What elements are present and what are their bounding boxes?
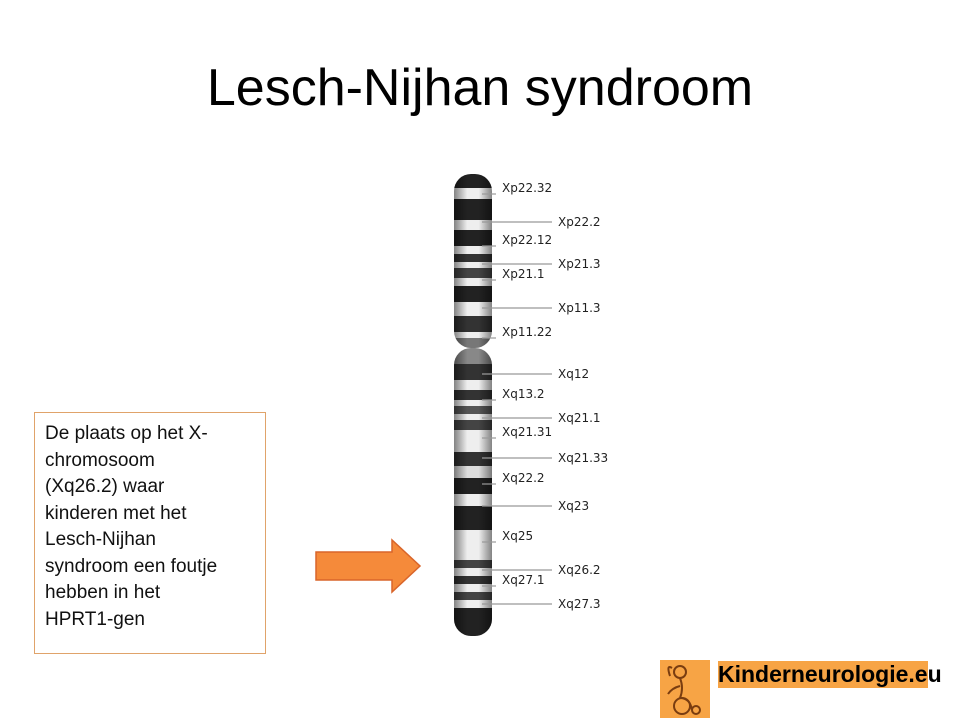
band-shading xyxy=(454,174,492,348)
pointer-arrow xyxy=(315,538,422,594)
band-label: Xp22.2 xyxy=(558,215,601,229)
callout-line: chromosoom xyxy=(45,449,155,471)
band-label: Xp21.1 xyxy=(502,267,545,281)
band-label: Xq21.31 xyxy=(502,425,552,439)
band-label: Xp21.3 xyxy=(558,257,601,271)
q-arm xyxy=(454,348,492,636)
band-shading xyxy=(454,348,492,636)
callout-line: (Xq26.2) waar xyxy=(45,476,165,497)
band-label: Xq27.3 xyxy=(558,597,601,611)
band-label: Xp22.12 xyxy=(502,233,552,247)
callout-line: syndroom een foutje xyxy=(45,555,218,577)
band-label: Xq27.1 xyxy=(502,573,545,587)
x-chromosome-ideogram: Xp22.32Xp22.2Xp22.12Xp21.3Xp21.1Xp11.3Xp… xyxy=(454,174,608,636)
callout-line: hebben in het xyxy=(45,582,161,603)
callout-line: De plaats op het X- xyxy=(45,423,208,444)
band-label: Xq21.33 xyxy=(558,451,608,465)
slide-title: Lesch-Nijhan syndroom xyxy=(206,59,754,117)
band-label: Xp22.32 xyxy=(502,181,552,195)
band-label: Xq25 xyxy=(502,529,533,543)
callout-line: HPRT1-gen xyxy=(45,608,145,630)
band-label: Xq12 xyxy=(558,367,589,381)
band-label: Xq22.2 xyxy=(502,471,545,485)
band-label: Xq13.2 xyxy=(502,387,545,401)
band-label: Xq23 xyxy=(558,499,589,513)
band-label: Xq26.2 xyxy=(558,563,601,577)
callout-line: Lesch-Nijhan xyxy=(45,529,156,550)
logo-wordmark: Kinderneurologie.eu xyxy=(718,661,942,688)
band-label: Xp11.3 xyxy=(558,301,601,315)
callout-box: De plaats op het X- chromosoom (Xq26.2) … xyxy=(34,412,266,654)
p-arm xyxy=(454,174,492,348)
band-label: Xp11.22 xyxy=(502,325,552,339)
callout-line: kinderen met het xyxy=(45,502,187,524)
band-label: Xq21.1 xyxy=(558,411,601,425)
logo-figure-icon xyxy=(660,660,710,718)
